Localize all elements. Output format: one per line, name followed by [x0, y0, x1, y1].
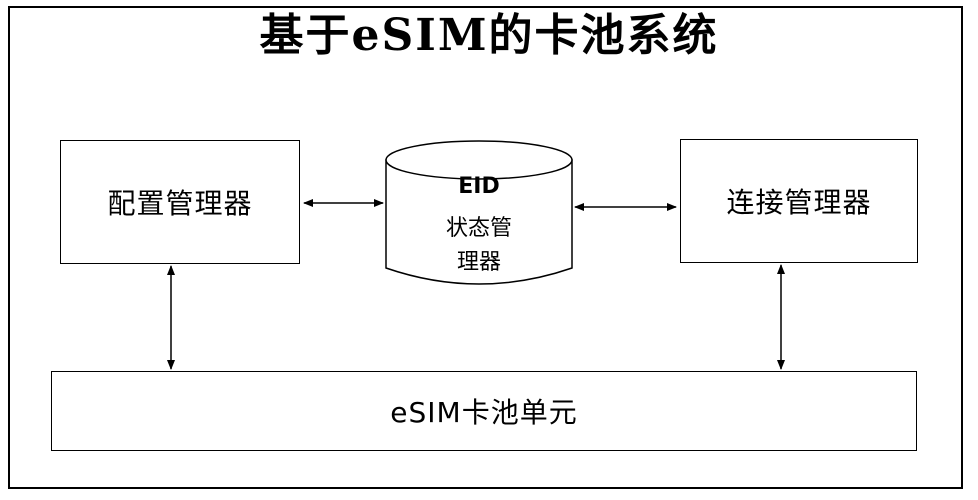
connection-manager-box: 连接管理器 [680, 139, 918, 263]
esim-pool-unit-box: eSIM卡池单元 [51, 371, 917, 451]
eid-state-manager-line2: 状态管 [445, 216, 512, 241]
eid-label: EID [458, 174, 500, 199]
config-manager-label: 配置管理器 [107, 187, 253, 220]
diagram-title: 基于eSIM的卡池系统 [259, 10, 719, 61]
config-manager-box: 配置管理器 [60, 140, 300, 264]
eid-state-manager-line3: 理器 [456, 250, 501, 275]
eid-state-manager-label: 状态管 理器 [386, 212, 572, 280]
diagram-frame [8, 6, 963, 489]
connection-manager-label: 连接管理器 [726, 186, 872, 219]
esim-pool-unit-label: eSIM卡池单元 [390, 396, 578, 429]
